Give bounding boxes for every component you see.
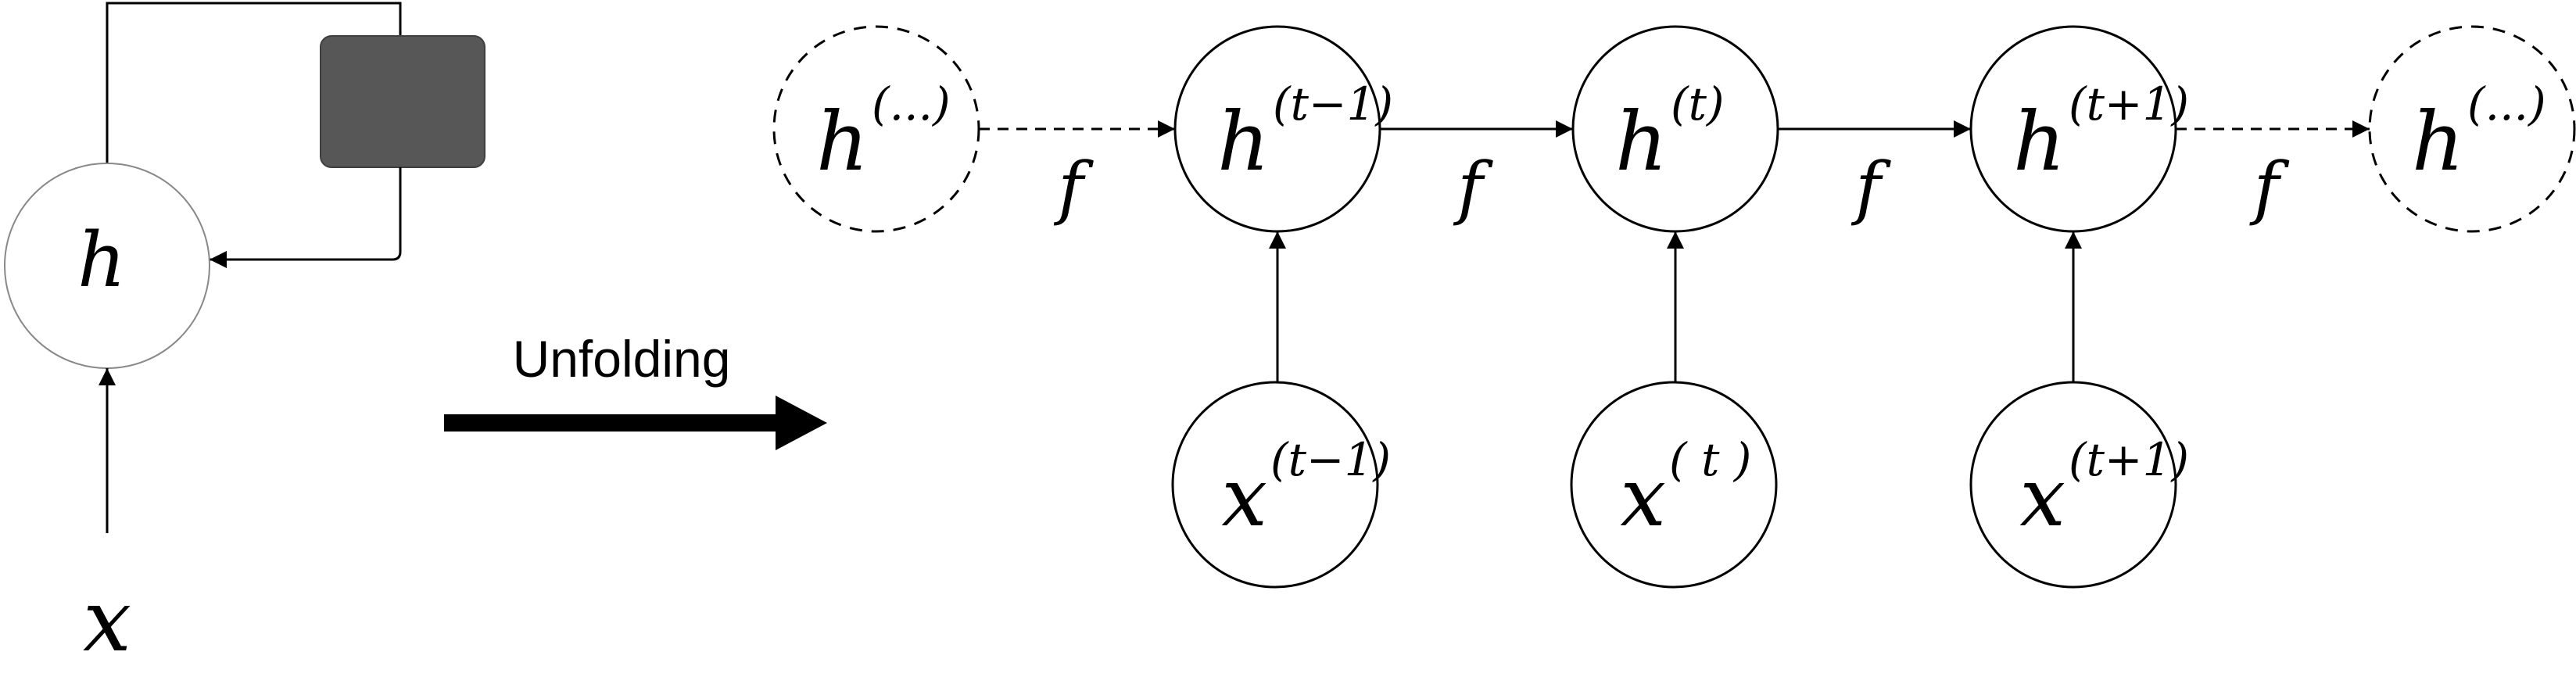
input-node-circle-2: [1969, 381, 2177, 589]
hidden-node-circle-0: [772, 25, 980, 233]
folded-rnn-cell: h x: [4, 2, 485, 671]
input-node-circle-0: [1171, 381, 1379, 589]
hidden-node-3: h(t+1): [1969, 25, 2189, 233]
hidden-node-label-sup-0: (...): [872, 77, 951, 131]
hidden-node-label-base-1: h: [1217, 94, 1270, 189]
input-node-label-sup-1: ( t ): [1669, 433, 1751, 486]
hidden-node-0: h(...): [772, 25, 980, 233]
folded-input-label: x: [83, 571, 131, 671]
unfolding-arrow-head: [776, 396, 827, 450]
input-node-label-base-1: x: [1620, 449, 1666, 545]
transition-label-3: f: [2249, 147, 2290, 227]
hidden-node-label-sup-2: (t): [1671, 77, 1725, 131]
input-node-1: x( t ): [1570, 381, 1778, 589]
hidden-node-2: h(t): [1571, 25, 1779, 233]
hidden-node-circle-3: [1969, 25, 2177, 233]
hidden-node-label-sup-1: (t−1): [1273, 77, 1393, 131]
input-node-circle-1: [1570, 381, 1778, 589]
hidden-node-4: h(...): [2368, 25, 2576, 233]
hidden-node-label-base-4: h: [2412, 94, 2464, 189]
hidden-node-label-base-2: h: [1615, 94, 1668, 189]
hidden-node-circle-4: [2368, 25, 2576, 233]
folded-state-label: h: [77, 217, 126, 304]
input-node-label-base-2: x: [2019, 449, 2065, 545]
unfolding-label: Unfolding: [513, 330, 731, 388]
unfolding-arrow: Unfolding: [444, 330, 827, 450]
input-node-2: x(t+1): [1969, 381, 2189, 589]
transition-label-0: f: [1053, 147, 1094, 227]
transition-label-2: f: [1850, 147, 1891, 227]
input-node-label-sup-0: (t−1): [1270, 433, 1391, 486]
hidden-node-label-base-3: h: [2013, 94, 2065, 189]
recurrent-loop-return: [210, 167, 402, 268]
hidden-node-1: h(t−1): [1173, 25, 1393, 233]
recurrent-loop-top: [106, 2, 402, 163]
hidden-node-label-sup-3: (t+1): [2069, 77, 2189, 131]
hidden-node-label-base-0: h: [816, 94, 869, 189]
hidden-node-circle-1: [1173, 25, 1381, 233]
input-node-label-sup-2: (t+1): [2069, 433, 2189, 486]
unfolded-nodes: h(...)h(t−1)h(t)h(t+1)h(...)x(t−1)x( t )…: [772, 25, 2576, 589]
delay-block: [320, 35, 485, 168]
transition-label-1: f: [1453, 147, 1493, 227]
hidden-node-circle-2: [1571, 25, 1779, 233]
input-node-label-base-0: x: [1221, 449, 1267, 545]
unfolding-arrow-shaft: [444, 414, 782, 432]
input-node-0: x(t−1): [1171, 381, 1391, 589]
hidden-node-label-sup-4: (...): [2467, 77, 2546, 131]
